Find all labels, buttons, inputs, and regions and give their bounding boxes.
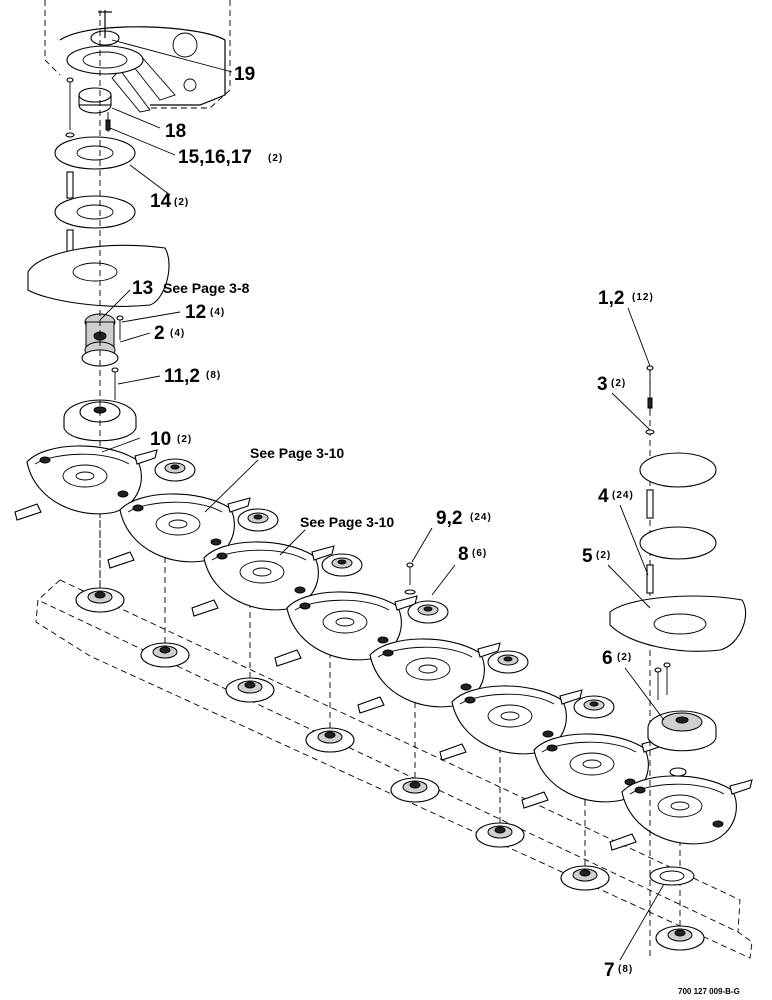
cutter-disc <box>439 685 583 761</box>
part-3-washer-right <box>645 429 655 435</box>
part-4-spacer-tube-lower <box>646 564 654 594</box>
label-see-page-3-10-b: See Page 3-10 <box>300 514 394 530</box>
disc-cap <box>237 508 279 532</box>
spacer-tube-upper <box>66 171 74 199</box>
label-9-2: 9,2 <box>436 508 462 529</box>
label-14-qty: (2) <box>174 197 189 208</box>
label-see-page-3-10-a: See Page 3-10 <box>250 445 344 461</box>
label-4-qty: (24) <box>612 490 634 501</box>
part-15-16-17-bolt <box>105 112 111 132</box>
label-9-qty: (24) <box>470 512 492 523</box>
part-14-lower-plate <box>54 195 136 229</box>
label-11-2: 11,2 <box>164 366 200 387</box>
label-13-reference: See Page 3-8 <box>163 280 250 296</box>
label-1-2: 1,2 <box>598 288 624 309</box>
disc-cap <box>321 553 363 577</box>
cutterbar-hub <box>305 620 355 753</box>
label-10: 10 <box>150 429 171 450</box>
part-6-drive-hub <box>647 710 717 752</box>
label-6: 6 <box>602 648 613 669</box>
label-15-qty: (2) <box>268 153 283 164</box>
part-7-washer <box>649 866 695 886</box>
label-3: 3 <box>597 374 608 395</box>
label-15-16-17: 15,16,17 <box>178 147 252 168</box>
label-3-qty: (2) <box>611 378 626 389</box>
label-12-qty: (4) <box>210 307 225 318</box>
label-8: 8 <box>458 544 469 565</box>
label-18: 18 <box>165 121 186 142</box>
part-18-bearing-cup <box>65 77 112 138</box>
label-6-qty: (2) <box>617 652 632 663</box>
label-2: 2 <box>154 323 165 344</box>
label-14: 14 <box>150 191 172 212</box>
label-10-qty: (2) <box>177 434 192 445</box>
label-2-qty: (4) <box>170 328 185 339</box>
part-11-bolt <box>111 367 119 400</box>
cutterbar-hub <box>75 480 125 613</box>
label-8-qty: (6) <box>472 548 487 559</box>
right-lower-plate <box>639 526 717 560</box>
part-4-spacer-tube <box>646 489 654 519</box>
label-4: 4 <box>598 486 609 507</box>
figure-code: 700 127 009-B-G <box>678 987 740 996</box>
cutter-discs <box>14 445 753 851</box>
part-5-oval-shield <box>609 595 747 652</box>
part-14-upper-plate <box>54 136 136 170</box>
cutterbar-hub <box>225 570 275 703</box>
cutter-disc <box>609 775 753 851</box>
cutterbar-hub <box>140 535 190 668</box>
disc-cap <box>407 600 449 624</box>
label-5-qty: (2) <box>596 550 611 561</box>
disc-caps <box>154 458 615 719</box>
leader-lines <box>99 39 665 961</box>
cutter-disc <box>14 445 158 521</box>
callout-labels: 19 18 15,16,17 (2) 14 (2) 13 See Page 3-… <box>132 64 740 996</box>
cutterbar-base <box>35 579 753 959</box>
cutter-disc <box>357 638 501 714</box>
right-upper-plate <box>639 452 717 488</box>
oval-shield-plate <box>27 244 170 307</box>
left-drive-hub <box>63 399 137 442</box>
label-5: 5 <box>582 546 593 567</box>
part-19-housing-plate <box>66 10 144 75</box>
cutter-disc <box>191 541 335 617</box>
mower-frame-housing <box>44 0 231 113</box>
part-12-bolt <box>116 315 124 340</box>
cutter-disc <box>521 733 665 809</box>
label-13: 13 <box>132 278 153 299</box>
disc-cap <box>487 650 529 674</box>
disc-cap <box>573 695 615 719</box>
label-7-qty: (8) <box>618 964 633 975</box>
cutter-disc <box>274 591 418 667</box>
label-19: 19 <box>234 64 255 85</box>
label-12: 12 <box>185 302 206 323</box>
part-6-bolts <box>654 662 671 700</box>
part-9-bolt <box>404 562 416 595</box>
label-1-qty: (12) <box>632 292 654 303</box>
disc-cap <box>154 458 196 482</box>
label-11-qty: (8) <box>206 370 221 381</box>
right-small-washer <box>669 767 687 777</box>
part-1-bolt-right <box>646 365 654 412</box>
label-7: 7 <box>604 960 615 981</box>
